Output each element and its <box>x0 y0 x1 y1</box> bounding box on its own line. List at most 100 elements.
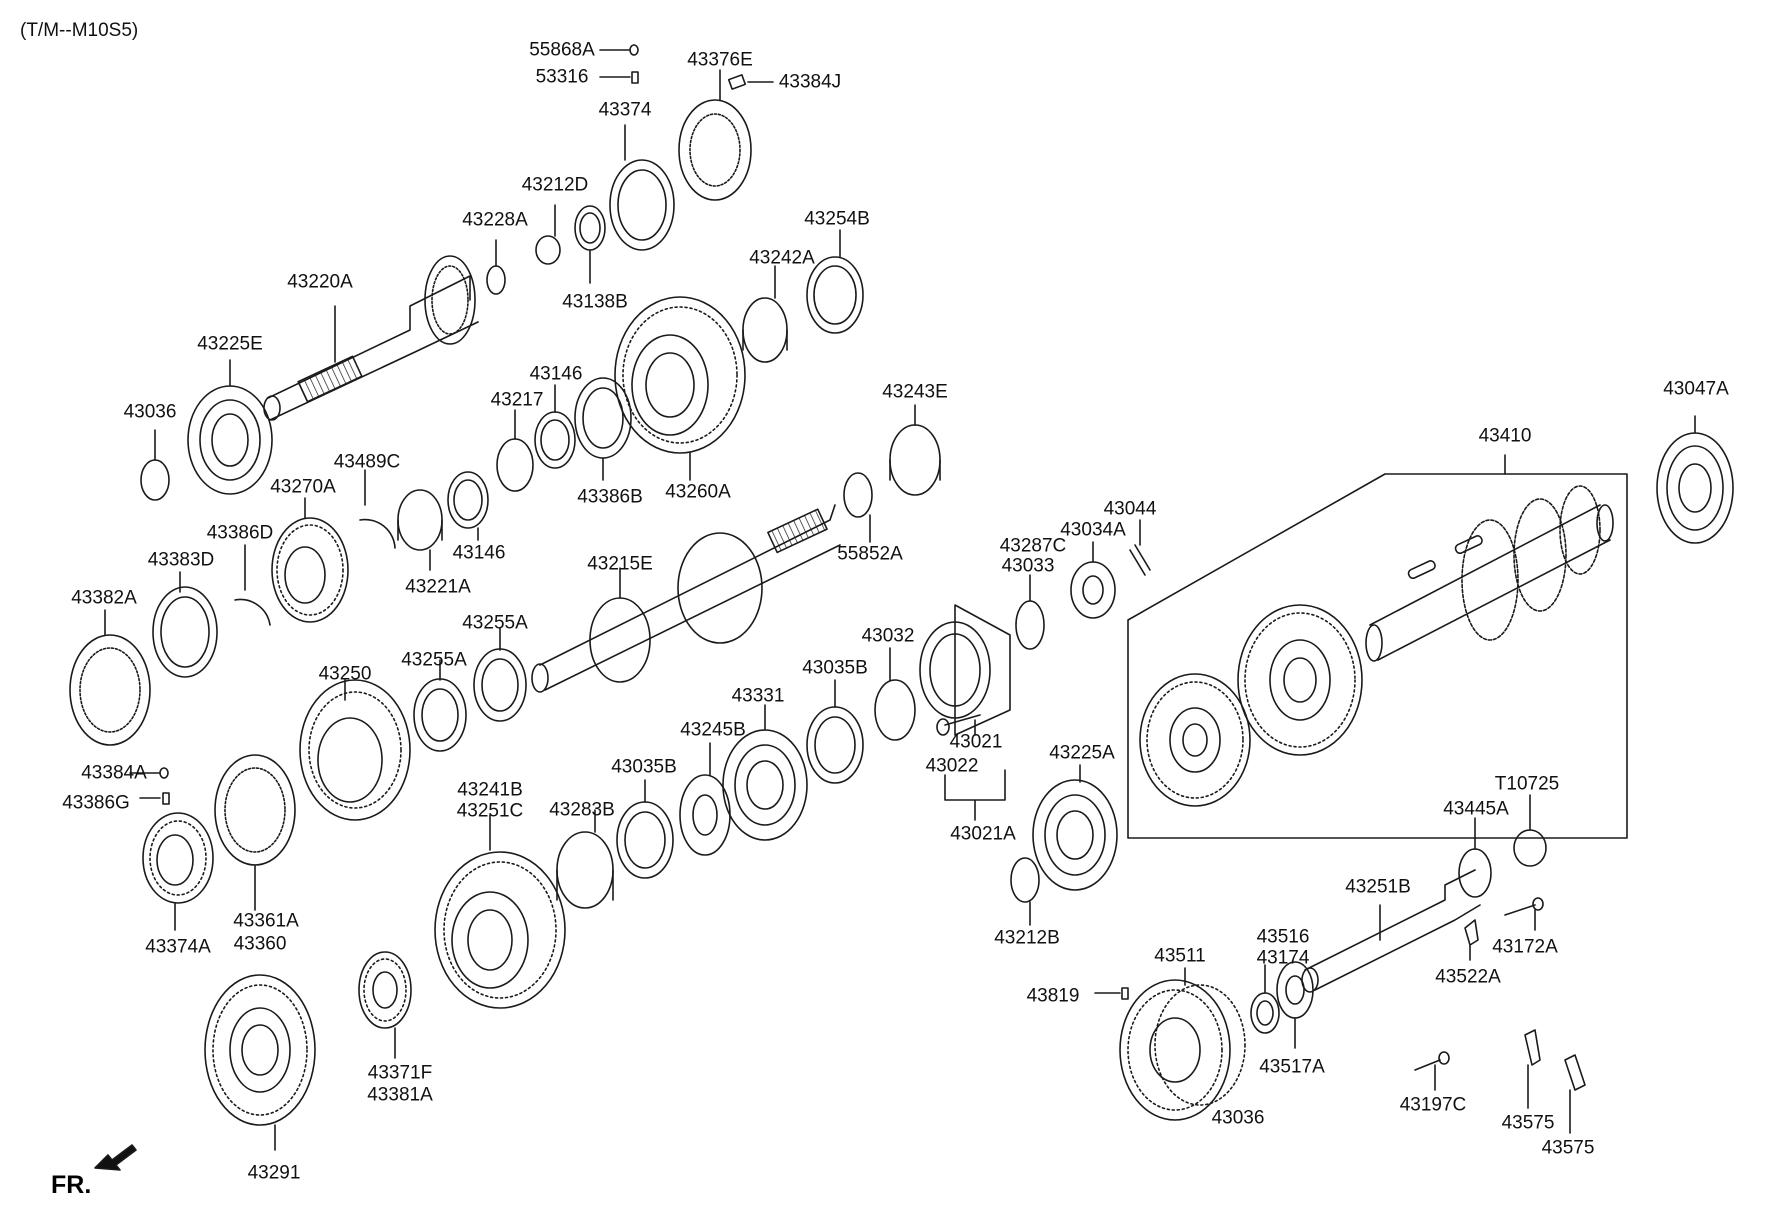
part-label: 43138B <box>562 291 628 313</box>
part-label: 43033 <box>1001 555 1055 577</box>
part-label: 43445A <box>1443 798 1509 820</box>
pin-55868A <box>599 44 639 56</box>
bearing-43138B <box>574 205 606 284</box>
part-label: 43022 <box>925 755 979 777</box>
pin-43384A <box>129 767 169 779</box>
bearing-43146-top <box>534 384 576 469</box>
part-label: 43283B <box>549 799 615 821</box>
part-label: 43197C <box>1399 1094 1467 1116</box>
mainshaft-43215E <box>531 504 841 693</box>
part-label: 55868A <box>529 39 595 61</box>
gear-43250 <box>299 679 411 821</box>
part-label: 43255A <box>401 649 467 671</box>
bearing-43047A <box>1656 415 1734 544</box>
part-label: 43212D <box>521 174 589 196</box>
gear-large-in-box <box>1237 604 1363 756</box>
snap-ring-43489C <box>359 469 396 549</box>
part-label: 43360 <box>233 933 287 955</box>
part-label: 43035B <box>611 756 677 778</box>
bracket-43575-upper <box>1524 1029 1541 1109</box>
bearing-43146-mid <box>447 471 489 541</box>
part-label: 43021 <box>949 731 1003 753</box>
part-label: 43174 <box>1256 947 1310 969</box>
part-label: 55852A <box>837 543 903 565</box>
part-label: 43217 <box>490 389 544 411</box>
part-label: 43225E <box>197 333 263 355</box>
plate-43522A <box>1464 919 1479 961</box>
synchro-ring-43374 <box>609 124 675 251</box>
part-label: 43517A <box>1259 1056 1325 1078</box>
bearing-43516 <box>1250 964 1280 1034</box>
part-label: 43291 <box>247 1162 301 1184</box>
nut-43034A <box>1070 541 1116 619</box>
part-label: 43384J <box>778 71 842 93</box>
part-label: 43146 <box>529 363 583 385</box>
part-label: 43035B <box>802 657 868 679</box>
gear-43270A <box>271 497 349 623</box>
front-direction-label: FR. <box>51 1171 92 1199</box>
ring-43361A <box>214 754 296 911</box>
model-code: (T/M--M10S5) <box>20 20 139 41</box>
part-label: 43254B <box>804 208 870 230</box>
part-label: 43522A <box>1435 966 1501 988</box>
part-label: 43270A <box>270 476 336 498</box>
bearing-43225E <box>187 359 273 495</box>
washer-43032 <box>874 647 916 741</box>
part-label: 43819 <box>1026 985 1080 1007</box>
part-label: 43032 <box>861 625 915 647</box>
collar-43242A <box>742 265 788 363</box>
part-label: 43036 <box>123 401 177 423</box>
bush-T10725 <box>1513 794 1547 867</box>
collar-43221A <box>397 489 443 571</box>
synchro-ring-43386B <box>574 377 632 481</box>
part-label: 43036 <box>1211 1107 1265 1129</box>
part-label: T10725 <box>1494 773 1560 795</box>
part-label: 43381A <box>367 1084 433 1106</box>
part-label: 43376E <box>687 49 753 71</box>
countershaft-assembly-box <box>1127 454 1628 839</box>
part-label: 43225A <box>1049 742 1115 764</box>
snap-ring-43212B <box>1010 857 1040 926</box>
bearing-43225A <box>1032 764 1118 891</box>
part-label: 43516 <box>1256 926 1310 948</box>
sleeve-43376E <box>678 69 752 201</box>
bolt-43022 <box>936 714 981 736</box>
part-label: 43384A <box>81 762 147 784</box>
part-label: 43331 <box>731 685 785 707</box>
input-shaft-43220A <box>263 255 479 421</box>
part-label: 43260A <box>665 481 731 503</box>
gear-43374A <box>142 812 214 931</box>
gear-43291 <box>204 974 316 1151</box>
spring-43386G <box>139 792 170 805</box>
part-label: 43172A <box>1492 936 1558 958</box>
countershaft-43410 <box>1365 485 1614 662</box>
snap-ring-43228A <box>486 239 506 295</box>
synchro-ring-43383D <box>152 571 218 678</box>
front-direction-arrow <box>94 1144 137 1171</box>
snap-ring-43036-top <box>140 429 170 501</box>
part-label: 43251B <box>1345 876 1411 898</box>
part-label: 43382A <box>71 587 137 609</box>
bearing-43331 <box>722 704 808 841</box>
part-label: 43489C <box>333 451 401 473</box>
part-label: 43047A <box>1663 378 1729 400</box>
part-label: 43410 <box>1478 425 1532 447</box>
cotter-pin-43044 <box>1129 519 1151 576</box>
nut-43212D <box>535 204 561 265</box>
sleeve-43382A <box>69 609 151 746</box>
part-label: 53316 <box>535 66 589 88</box>
bracket-43575-lower <box>1564 1054 1586 1134</box>
part-label: 43251C <box>456 800 524 822</box>
part-label: 43287C <box>999 535 1067 557</box>
washer-43517A <box>1276 961 1314 1049</box>
gear-43260A <box>614 296 746 481</box>
part-label: 43044 <box>1103 498 1157 520</box>
part-label: 43361A <box>233 910 299 932</box>
part-label: 43511 <box>1154 945 1206 967</box>
part-label: 43374A <box>145 936 211 958</box>
part-label: 43245B <box>680 719 746 741</box>
bolt-43172A <box>1504 897 1544 931</box>
part-label: 43386G <box>62 792 130 814</box>
